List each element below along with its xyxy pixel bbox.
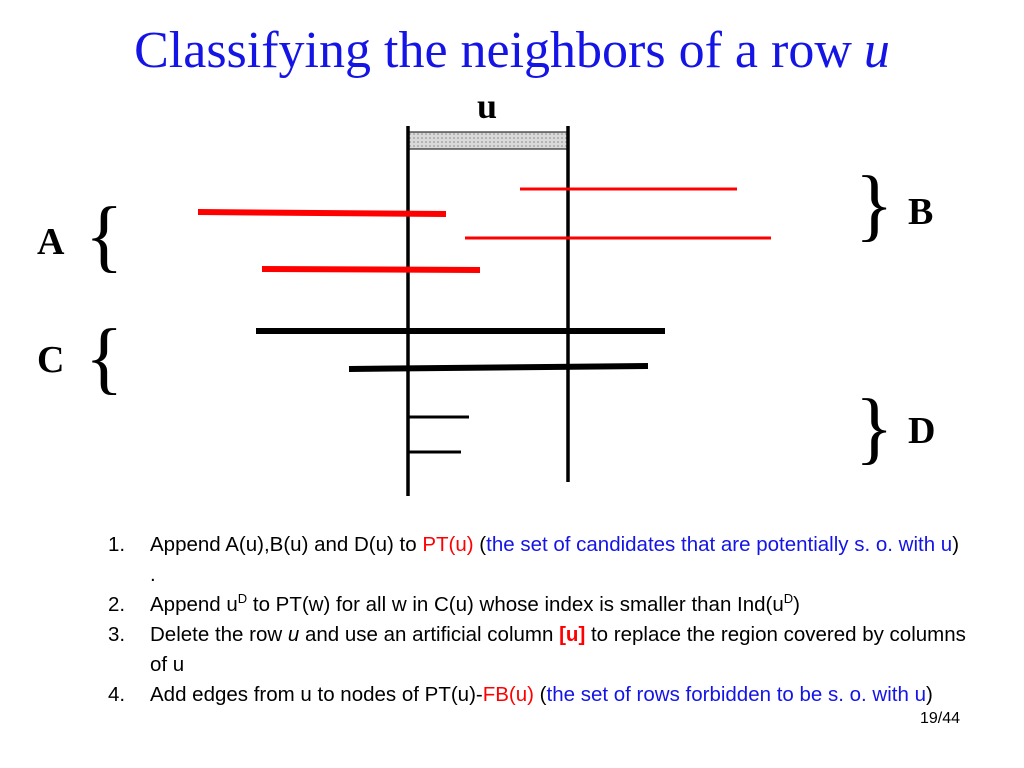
row-a-2 — [261, 266, 481, 273]
column-label-u: u — [477, 86, 497, 126]
page-number: 19/44 — [919, 710, 960, 727]
artificial-column-bar — [407, 131, 569, 150]
step-text: ) — [793, 593, 800, 616]
step-highlight-red: PT(u) — [422, 533, 474, 556]
step-text: Add edges from u to nodes of PT(u)- — [150, 683, 483, 706]
step-text: ( — [533, 683, 547, 706]
step-superscript: D — [783, 591, 794, 607]
row-a-1 — [197, 209, 447, 217]
step-text: Append A(u),B(u) and D(u) to — [150, 533, 423, 556]
brace-d-icon: } — [855, 384, 893, 472]
step-text: to PT(w) for all w in C(u) whose index i… — [247, 593, 784, 616]
step-item-4: 4. Add edges from u to nodes of PT(u)-FB(… — [108, 680, 968, 710]
step-text: ( — [473, 533, 487, 556]
brace-b-icon: } — [855, 161, 893, 249]
step-highlight-red: [u] — [559, 623, 586, 646]
title-variable: u — [863, 22, 890, 79]
group-label-b: B — [908, 191, 933, 233]
step-text: and use an artificial column — [299, 623, 560, 646]
step-item-2: 2.Append uD to PT(w) for all w in C(u) w… — [108, 590, 968, 620]
step-number: 3. — [108, 623, 126, 646]
steps-list: 1.Append A(u),B(u) and D(u) to PT(u) (th… — [108, 530, 968, 710]
group-label-c: C — [37, 339, 64, 381]
step-text: Delete the row — [150, 623, 288, 646]
step-highlight-blue: the set of candidates that are potential… — [486, 533, 953, 556]
row-c-2 — [348, 363, 649, 372]
step-item-3: 3. Delete the row u and use an artificial… — [108, 620, 968, 680]
step-text: ) — [925, 683, 933, 706]
step-highlight-blue: the set of rows forbidden to be s. o. wi… — [546, 683, 926, 706]
step-superscript: D — [237, 591, 248, 607]
step-text: to replace the region covered by columns… — [150, 623, 966, 676]
group-label-a: A — [37, 221, 65, 263]
step-number: 1. — [108, 533, 126, 556]
step-number: 2. — [108, 593, 126, 616]
brace-a-icon: { — [85, 192, 123, 280]
step-item-1: 1. Append A(u),B(u) and D(u) to PT(u) (th… — [108, 530, 968, 590]
group-label-d: D — [908, 410, 935, 452]
step-italic: u — [287, 623, 300, 646]
step-number: 4. — [108, 683, 126, 706]
step-text: ) . — [150, 533, 960, 586]
step-highlight-red: FB(u) — [482, 683, 534, 706]
brace-c-icon: { — [85, 314, 123, 402]
step-text: Append u — [150, 593, 238, 616]
neighbor-diagram: u A { C { } B } D — [37, 86, 935, 496]
title-text: Classifying the neighbors of a row — [134, 22, 852, 79]
